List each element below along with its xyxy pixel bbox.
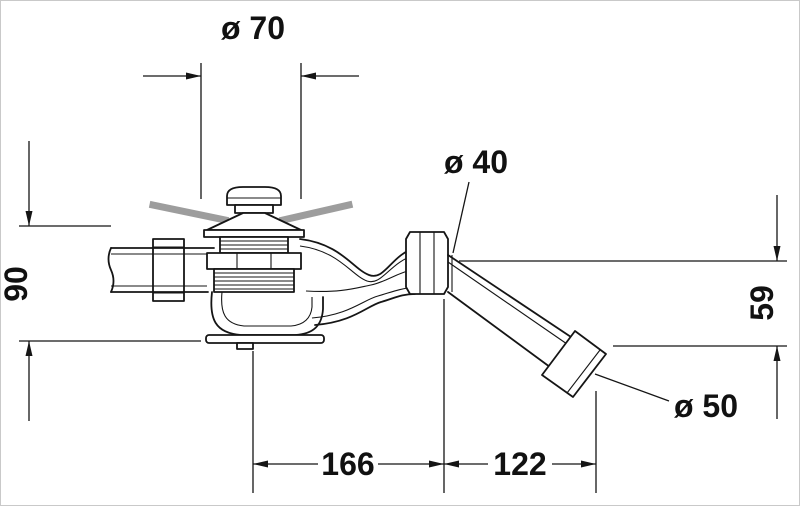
arrowhead (253, 460, 268, 468)
leader-line-diameter-40 (452, 181, 470, 254)
s-curve-pipe (299, 238, 416, 326)
plug-cap (226, 186, 282, 206)
drain-body-nut (206, 252, 302, 270)
arrowhead (301, 72, 316, 80)
arrowhead (25, 341, 33, 356)
dimension-width-166 (252, 299, 445, 493)
pipe-break-symbol (107, 247, 115, 293)
arrowhead (581, 460, 596, 468)
trap-base-plate (205, 334, 325, 344)
arrowhead (773, 246, 781, 261)
dim-label-diameter-40: ø 40 (444, 144, 508, 180)
dimension-labels: ø 70 ø 40 ø 50 166 122 90 59 (1, 10, 780, 482)
overflow-pipe (107, 238, 215, 302)
plug-neck (234, 204, 274, 214)
drain-fixture (107, 186, 607, 398)
tub-floor-section (148, 200, 354, 225)
thread-hatching-lower (214, 272, 294, 290)
outlet-pipe (447, 254, 575, 371)
dim-label-diameter-50: ø 50 (674, 388, 738, 424)
arrowhead (773, 346, 781, 361)
dim-label-width-122: 122 (493, 446, 546, 482)
coupling-nut (405, 231, 453, 295)
dimension-height-90 (19, 141, 201, 421)
trap-foot (236, 342, 254, 350)
pipe-clamp (152, 238, 185, 302)
arrowhead (25, 211, 33, 226)
trap-body (205, 291, 325, 350)
drain-flange-lip (203, 229, 305, 238)
dim-label-width-166: 166 (321, 446, 374, 482)
arrowhead (444, 460, 459, 468)
arrowhead (429, 460, 444, 468)
dimension-width-122 (444, 391, 597, 493)
dimension-height-59 (459, 195, 787, 419)
leader-line-diameter-50 (594, 373, 670, 402)
dimension-diameter-70 (143, 63, 359, 199)
dim-label-height-90: 90 (1, 266, 34, 302)
thread-hatching-upper (220, 240, 288, 250)
dim-label-diameter-70: ø 70 (221, 10, 285, 46)
drain-plug-assembly (203, 186, 305, 293)
arrowhead (186, 72, 201, 80)
dim-label-height-59: 59 (744, 285, 780, 321)
dimension-annotations (19, 63, 787, 493)
outlet-coupling (541, 330, 607, 398)
